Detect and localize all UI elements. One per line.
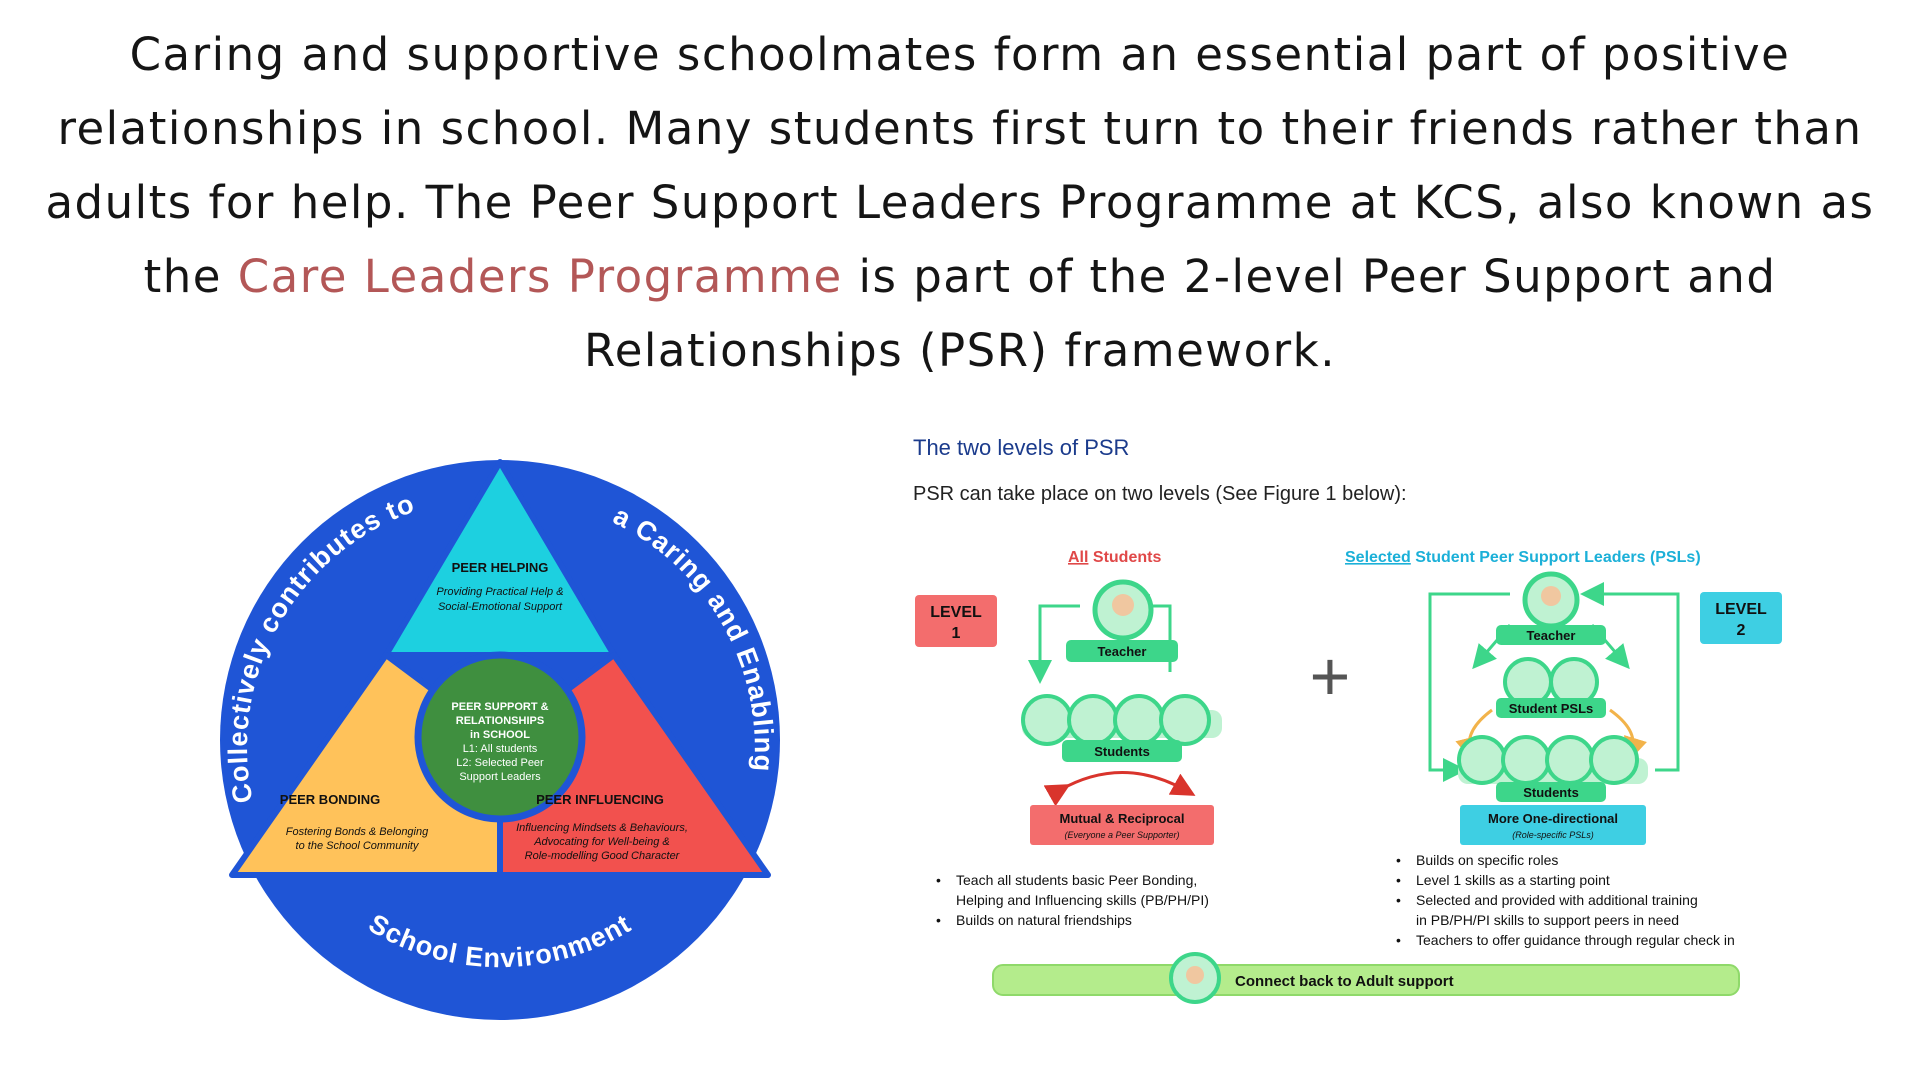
level-1-badge-number: 1: [952, 625, 961, 642]
adult-support-label: Connect back to Adult support: [1235, 973, 1454, 990]
psr-heading: The two levels of PSR: [913, 435, 1129, 460]
level-2-badge-number: 2: [1737, 622, 1746, 639]
center-line-2: RELATIONSHIPS: [456, 715, 544, 727]
level-2-header: Selected Student Peer Support Leaders (P…: [1345, 549, 1701, 566]
level-2-bullets: •Builds on specific roles •Level 1 skill…: [1396, 852, 1735, 948]
level-1-header: All Students: [1068, 549, 1161, 566]
level-1-badge: [915, 595, 997, 647]
level-2-badge: [1700, 592, 1782, 644]
level-2-mode-box: [1460, 805, 1646, 845]
intro-text-2: is part of the 2-level Peer Support and …: [583, 250, 1777, 377]
level-1-mode-box: [1030, 805, 1214, 845]
level-1-bullets: •Teach all students basic Peer Bonding, …: [936, 872, 1213, 928]
level-2-left-arrow: [1428, 592, 1510, 782]
level-1-left-arrow: [1028, 604, 1080, 684]
peer-influencing-title: PEER INFLUENCING: [536, 792, 664, 807]
level-2-student-4: [1589, 735, 1639, 785]
level-1-bullet-1: Teach all students basic Peer Bonding,: [956, 872, 1197, 888]
psr-subheading: PSR can take place on two levels (See Fi…: [913, 483, 1407, 505]
level-2-students-tag: [1496, 782, 1606, 802]
plus-sign: +: [1310, 637, 1351, 715]
level-1-student-4: [1159, 694, 1211, 746]
level-1-teacher-head: [1112, 594, 1134, 616]
level-2-teacher-to-psl-right: [1590, 624, 1630, 670]
level-2-bullet-4: Teachers to offer guidance through regul…: [1416, 932, 1735, 948]
level-2-student-3: [1545, 735, 1595, 785]
level-1-teacher-label: Teacher: [1098, 644, 1147, 659]
level-2-teacher-tag: [1496, 625, 1606, 645]
level-2-bullet-2: Level 1 skills as a starting point: [1416, 872, 1610, 888]
peer-influencing-desc-3: Role-modelling Good Character: [525, 850, 681, 862]
level-2-psls-label: Student PSLs: [1509, 701, 1594, 716]
center-line-5: L2: Selected Peer: [456, 757, 544, 769]
center-line-1: PEER SUPPORT &: [451, 701, 548, 713]
center-line-4: L1: All students: [463, 743, 538, 755]
peer-helping-title: PEER HELPING: [452, 560, 549, 575]
level-1-student-1: [1021, 694, 1073, 746]
level-1-students-label: Students: [1094, 744, 1150, 759]
level-2-teacher-label: Teacher: [1527, 628, 1576, 643]
level-1-mode-sub: (Everyone a Peer Supporter): [1064, 830, 1179, 840]
level-1-mode-title: Mutual & Reciprocal: [1060, 811, 1185, 826]
level-1-header-underlined: All: [1068, 549, 1088, 566]
psr-levels-figure: The two levels of PSR PSR can take place…: [913, 435, 1782, 1004]
level-2-header-underlined: Selected: [1345, 549, 1411, 566]
peer-bonding-desc-1: Fostering Bonds & Belonging: [286, 826, 429, 838]
peer-helping-desc-1: Providing Practical Help &: [436, 586, 563, 598]
level-2-student-1: [1457, 735, 1507, 785]
psr-wheel-diagram: Collectively contributes to a Caring and…: [220, 459, 780, 1020]
level-2-mode-title: More One-directional: [1488, 811, 1618, 826]
level-1-student-2: [1067, 694, 1119, 746]
level-2-teacher-to-psl-left: [1472, 624, 1512, 670]
level-2-mode-sub: (Role-specific PSLs): [1512, 830, 1594, 840]
center-line-3: in SCHOOL: [470, 729, 530, 741]
level-1-header-rest: Students: [1088, 549, 1161, 566]
level-1-reciprocal-arrow: [1043, 771, 1196, 807]
peer-helping-desc-2: Social-Emotional Support: [438, 601, 563, 613]
peer-bonding-title: PEER BONDING: [280, 792, 380, 807]
level-2-teacher-head: [1541, 586, 1561, 606]
level-2-psls-tag: [1496, 698, 1606, 718]
center-circle: [414, 651, 586, 823]
level-2-bullet-3: Selected and provided with additional tr…: [1416, 892, 1698, 908]
intro-paragraph: Caring and supportive schoolmates form a…: [0, 18, 1920, 388]
level-1-bullet-1b: Helping and Influencing skills (PB/PH/PI…: [956, 892, 1209, 908]
level-1-student-3: [1113, 694, 1165, 746]
peer-bonding-desc-2: to the School Community: [296, 840, 420, 852]
level-2-bullet-1: Builds on specific roles: [1416, 852, 1558, 868]
center-line-6: Support Leaders: [459, 771, 541, 783]
level-1-students-tag: [1062, 740, 1182, 762]
intro-highlight: Care Leaders Programme: [237, 250, 843, 303]
level-2-bullet-3b: in PB/PH/PI skills to support peers in n…: [1416, 912, 1679, 928]
level-2-header-rest: Student Peer Support Leaders (PSLs): [1411, 549, 1701, 566]
level-2-badge-label: LEVEL: [1715, 601, 1767, 618]
peer-influencing-desc-1: Influencing Mindsets & Behaviours,: [516, 822, 688, 834]
level-1-bullet-2: Builds on natural friendships: [956, 912, 1132, 928]
adult-support-head: [1186, 966, 1204, 984]
level-1-badge-label: LEVEL: [930, 604, 982, 621]
level-2-students-label: Students: [1523, 785, 1579, 800]
peer-influencing-desc-2: Advocating for Well-being &: [533, 836, 670, 848]
intro-text-1: Caring and supportive schoolmates form a…: [45, 28, 1875, 303]
level-1-teacher-tag: [1066, 640, 1178, 662]
level-2-student-2: [1501, 735, 1551, 785]
level-2-right-arrow: [1580, 582, 1680, 772]
